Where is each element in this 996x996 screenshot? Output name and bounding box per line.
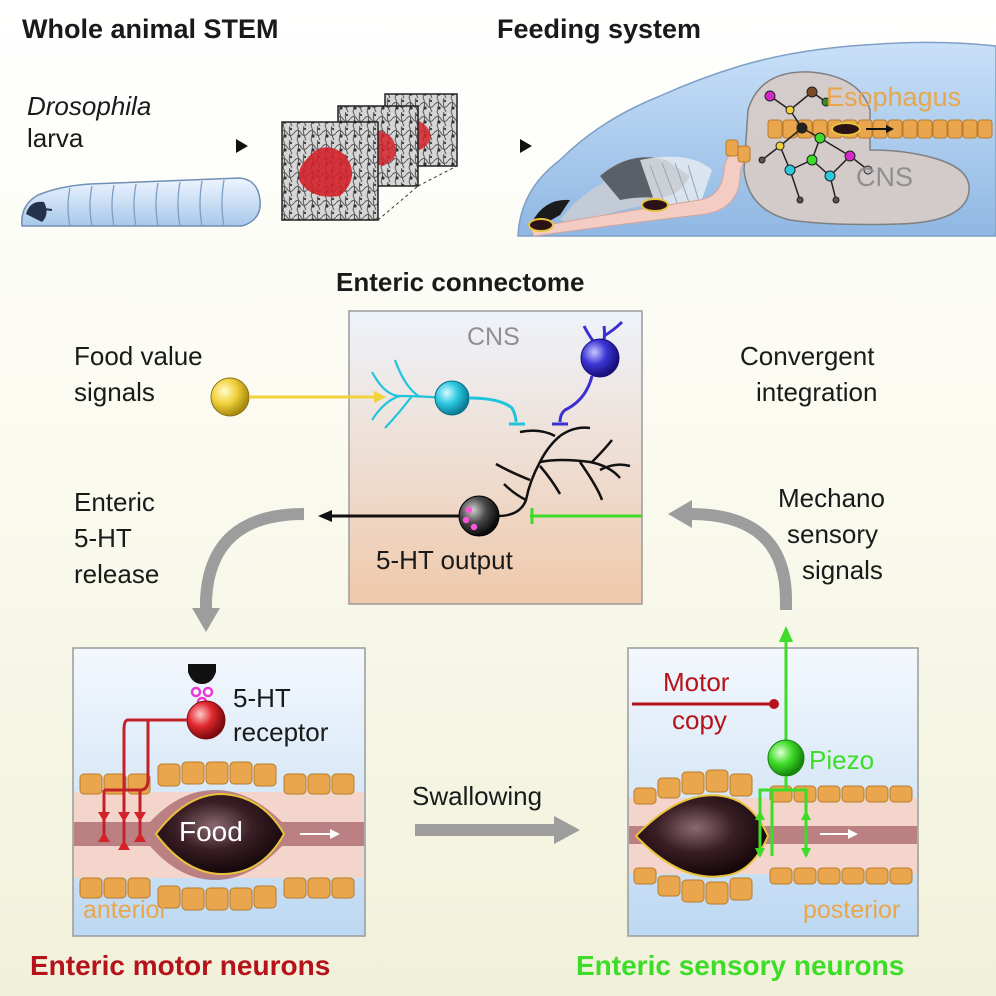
cns-label-connectome: CNS <box>467 323 520 351</box>
piezo-neuron <box>767 739 805 777</box>
motor-neuron <box>186 700 226 740</box>
sensory-neurons-footer: Enteric sensory neurons <box>576 950 905 981</box>
5ht-output-label: 5-HT output <box>376 545 513 575</box>
receptor-label-line2: receptor <box>233 717 329 747</box>
feeding-system-heading: Feeding system <box>497 14 702 44</box>
motor-copy-label-line2: copy <box>672 705 727 735</box>
swallowing-label: Swallowing <box>412 781 543 811</box>
anterior-gut <box>74 761 364 911</box>
whole-animal-heading: Whole animal STEM <box>22 14 279 44</box>
food-label: Food <box>179 816 243 847</box>
em-image-stack <box>281 93 458 221</box>
food-value-label-line2: signals <box>74 377 155 407</box>
motor-neurons-footer: Enteric motor neurons <box>30 950 331 981</box>
presynaptic-terminal <box>188 664 216 684</box>
cns-label-feeding: CNS <box>856 162 914 192</box>
release-label-line2: 5-HT <box>74 523 132 553</box>
release-label-line3: release <box>74 559 160 589</box>
release-loop-arrow <box>200 508 305 612</box>
larva-illustration <box>21 177 261 227</box>
food-value-label-line1: Food value <box>74 341 203 371</box>
5ht-neuron <box>458 495 500 537</box>
blue-interneuron <box>580 338 620 378</box>
convergent-label-line1: Convergent <box>740 341 875 371</box>
piezo-label: Piezo <box>809 745 875 775</box>
motor-copy-label-line1: Motor <box>663 667 730 697</box>
cyan-interneuron-dendrites <box>371 359 446 429</box>
feeding-system-illustration <box>517 41 996 237</box>
mechano-loop-arrow <box>689 508 792 610</box>
mechano-label-line1: Mechano <box>778 483 885 513</box>
release-label-line1: Enteric <box>74 487 155 517</box>
larva-label: larva <box>27 123 84 153</box>
anterior-label: anterior <box>83 896 168 924</box>
serotonergic-neuron-arbor <box>495 426 631 518</box>
convergent-label-line2: integration <box>756 377 878 407</box>
cyan-interneuron <box>434 380 470 416</box>
food-value-neuron <box>210 377 250 417</box>
esophagus-label: Esophagus <box>826 82 962 112</box>
food-bolus-posterior <box>634 794 770 878</box>
mechano-label-line2: sensory <box>787 519 879 549</box>
posterior-label: posterior <box>803 896 901 924</box>
larva-species-label: Drosophila <box>27 91 152 121</box>
mechano-label-line3: signals <box>802 555 883 585</box>
food-bolus <box>154 792 286 876</box>
receptor-label-line1: 5-HT <box>233 683 291 713</box>
connectome-heading: Enteric connectome <box>336 267 585 297</box>
